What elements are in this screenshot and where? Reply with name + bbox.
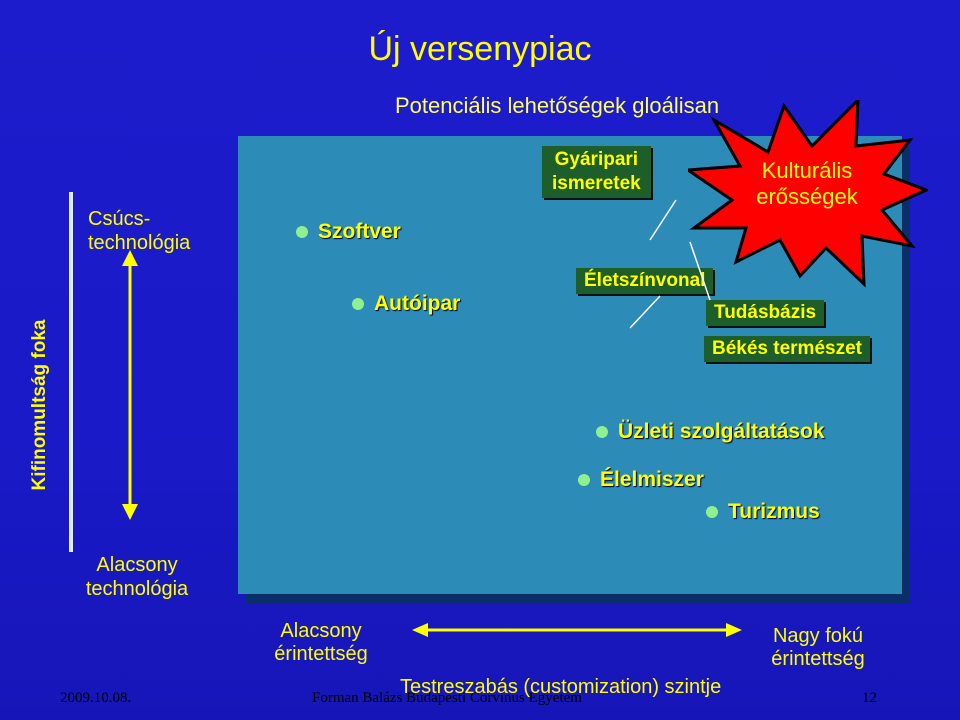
item-uzleti: Üzleti szolgáltatások	[596, 420, 825, 444]
footer-page-number: 12	[862, 690, 877, 706]
vertical-double-arrow	[122, 250, 138, 520]
page-title: Új versenypiac	[368, 30, 592, 68]
bullet-icon	[296, 226, 308, 239]
item-label: Autóipar	[374, 292, 461, 315]
kulturalis-burst-shape	[688, 100, 928, 288]
y-axis-bar	[69, 192, 73, 552]
x-axis-left-label: Alacsony érintettség	[274, 620, 368, 665]
footer-author: Forman Balázs Budapesti Corvinus Egyetem	[312, 690, 582, 706]
box-tudasbazis: Tudásbázis	[706, 300, 825, 326]
item-label: Turizmus	[728, 500, 820, 523]
footer-date: 2009.10.08.	[60, 690, 132, 706]
box-gyaripari: Gyáripari ismeretek	[542, 146, 651, 198]
bullet-icon	[706, 506, 718, 519]
subtitle: Potenciális lehetőségek gloálisan	[395, 93, 720, 118]
bullet-icon	[596, 426, 608, 439]
item-label: Szoftver	[318, 220, 401, 243]
box-bekes: Békés természet	[704, 336, 870, 362]
bullet-icon	[352, 298, 364, 311]
y-axis-bottom-label: Alacsony technológia	[85, 554, 189, 600]
bullet-icon	[578, 474, 590, 487]
x-axis-right-label: Nagy fokú érintettség	[771, 625, 865, 670]
item-turizmus: Turizmus	[706, 500, 820, 524]
y-axis-top-label: Csúcs- technológia	[88, 208, 191, 254]
item-label: Élelmiszer	[600, 468, 704, 491]
kulturalis-label: Kulturális erősségek	[756, 158, 858, 209]
item-szoftver: Szoftver	[296, 220, 401, 244]
horizontal-double-arrow	[412, 623, 742, 637]
item-elelmiszer: Élelmiszer	[578, 468, 704, 492]
x-axis-title: Testreszabás (customization) szintje	[400, 676, 722, 698]
item-label: Üzleti szolgáltatások	[618, 420, 825, 443]
item-autoipar: Autóipar	[352, 292, 460, 316]
box-eletszinvonal: Életszínvonal	[576, 268, 714, 294]
